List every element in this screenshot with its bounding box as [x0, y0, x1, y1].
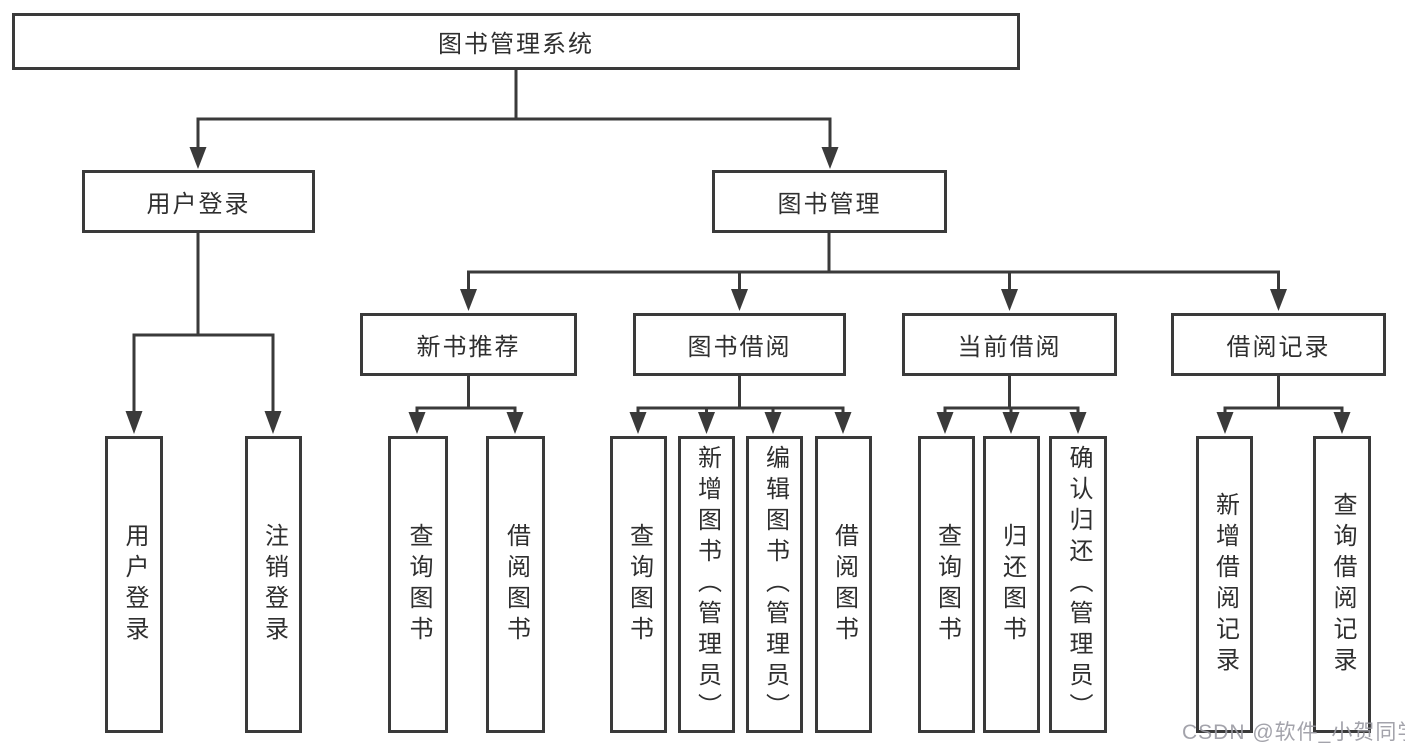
leaf-return-books: 归还图书 — [983, 436, 1040, 733]
leaf-edit-book-admin: 编辑图书（管理员） — [746, 436, 803, 733]
leaf-query-books-borrowing: 查询图书 — [610, 436, 667, 733]
leaf-confirm-return-admin: 确认归还（管理员） — [1049, 436, 1107, 733]
leaf-user-login: 用户登录 — [105, 436, 163, 733]
leaf-query-books-recommend: 查询图书 — [388, 436, 448, 733]
node-book-management: 图书管理 — [712, 170, 947, 233]
leaf-logout: 注销登录 — [245, 436, 302, 733]
leaf-add-book-admin: 新增图书（管理员） — [678, 436, 735, 733]
node-borrowing-records: 借阅记录 — [1171, 313, 1386, 376]
node-book-borrowing: 图书借阅 — [633, 313, 846, 376]
node-library-system: 图书管理系统 — [12, 13, 1020, 70]
csdn-watermark: CSDN @软件_小贺同学 — [1182, 721, 1405, 744]
leaf-borrow-books-recommend: 借阅图书 — [486, 436, 545, 733]
node-user-login: 用户登录 — [82, 170, 315, 233]
node-new-book-recommendation: 新书推荐 — [360, 313, 577, 376]
node-current-borrowing: 当前借阅 — [902, 313, 1117, 376]
leaf-borrow-books-borrowing: 借阅图书 — [815, 436, 872, 733]
leaf-add-borrow-record: 新增借阅记录 — [1196, 436, 1253, 733]
leaf-query-borrow-record: 查询借阅记录 — [1313, 436, 1371, 733]
leaf-query-books-current: 查询图书 — [918, 436, 975, 733]
